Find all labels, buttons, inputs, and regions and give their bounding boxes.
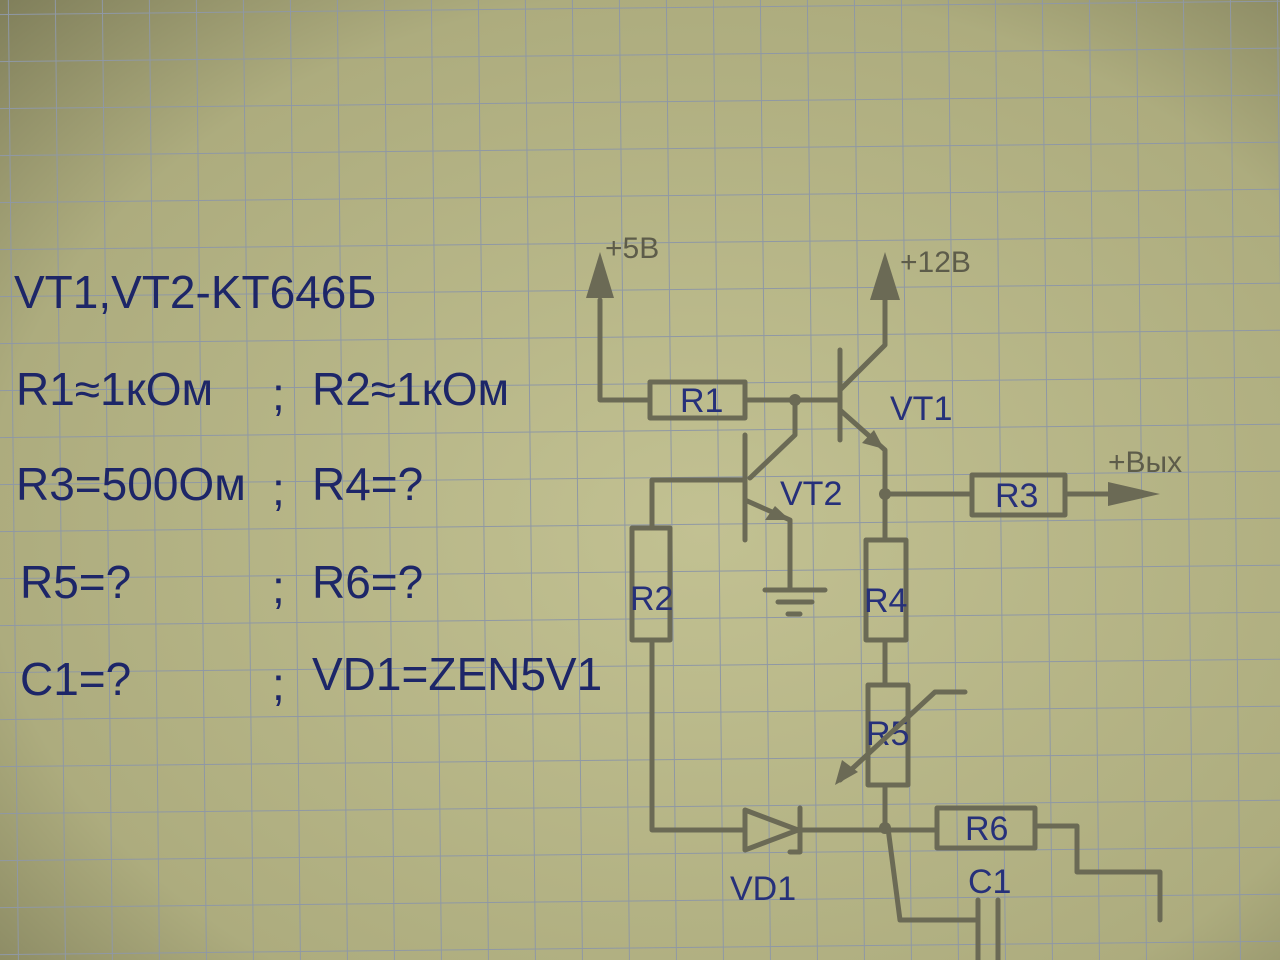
- wire-c1: [885, 825, 981, 923]
- variable-arrow: [837, 689, 968, 783]
- r1-label: R1: [680, 382, 723, 420]
- resistor-r5: [865, 682, 911, 788]
- transistor-note: VT1,VT2-KT646Б: [14, 266, 377, 318]
- component-notes: VT1,VT2-KT646Б R1≈1кОм ; R2≈1кОм R3=500О…: [14, 266, 602, 710]
- note-r1: R1≈1кОм: [16, 363, 213, 415]
- note-sep: ;: [272, 368, 285, 420]
- r2-label: R2: [630, 580, 673, 618]
- vt2-collector: [747, 397, 798, 481]
- wire-vt2-r2: [649, 477, 748, 531]
- wire-r2-vd1: [649, 637, 748, 833]
- emitter-arrow-icon: [862, 430, 884, 449]
- vt1-collector: [837, 297, 888, 393]
- r4-label: R4: [864, 582, 907, 620]
- note-r6: R6=?: [312, 556, 423, 608]
- note-sep: ;: [272, 561, 285, 613]
- note-sep: ;: [272, 463, 285, 515]
- vt1-label: VT1: [890, 390, 952, 428]
- note-sep: ;: [272, 658, 285, 710]
- note-c1: C1=?: [20, 653, 131, 705]
- wire-5v: [597, 297, 653, 403]
- note-r5: R5=?: [20, 556, 131, 608]
- vt2-label: VT2: [780, 475, 842, 513]
- vd1-label: VD1: [730, 870, 796, 908]
- note-r2: R2≈1кОм: [312, 363, 509, 415]
- vt1-emitter: [837, 407, 888, 543]
- output-arrow-icon: [1108, 482, 1160, 506]
- note-r3: R3=500Ом: [16, 458, 246, 510]
- supply-5v-label: +5В: [605, 232, 659, 265]
- wire-r6: [1032, 823, 1163, 923]
- circuit-schematic: +5В R1 +12В VT1 VT2 R2 VD1 R3 +Вых: [586, 232, 1182, 960]
- note-vd1: VD1=ZEN5V1: [312, 648, 602, 700]
- supply-arrow-icon: [870, 252, 900, 300]
- trimmer-arrow-icon: [835, 760, 858, 785]
- capacitor-c1: [975, 897, 1001, 960]
- emitter-arrow-icon: [765, 506, 790, 520]
- supply-arrow-icon: [586, 252, 614, 298]
- ground-icon: [762, 587, 828, 617]
- r3-label: R3: [995, 477, 1038, 515]
- note-r4: R4=?: [312, 458, 423, 510]
- r6-label: R6: [965, 810, 1008, 848]
- supply-12v-label: +12В: [900, 246, 971, 279]
- c1-label: C1: [968, 863, 1011, 901]
- output-label: +Вых: [1108, 446, 1182, 479]
- diode-vd1: [742, 807, 801, 853]
